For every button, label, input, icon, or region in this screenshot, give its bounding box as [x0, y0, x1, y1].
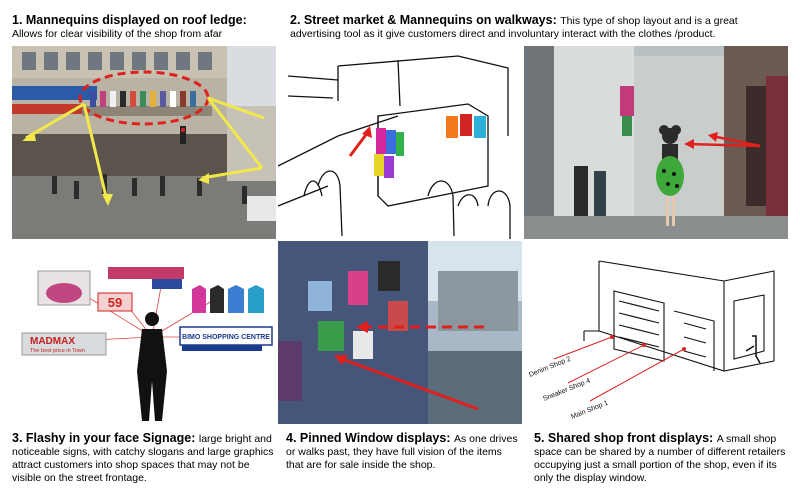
- panel-2-description: This type of shop layout and is a great …: [290, 15, 738, 40]
- panel-5-title: 5. Shared shop front displays: [534, 431, 710, 445]
- sketch-shared-shopfront: Denim Shop 2 Sneaker Shop 4 Main Shop 1: [524, 241, 788, 424]
- panel-1-description: Allows for clear visibility of the shop …: [12, 28, 223, 40]
- polka-dot-mannequin: [656, 125, 684, 226]
- rack-clothes: [374, 114, 486, 178]
- photo-roof-ledge-mannequins: [12, 46, 276, 239]
- pinned-window-scene: [278, 241, 522, 424]
- caption-panel-5: 5. Shared shop front displays: A small s…: [534, 431, 786, 485]
- caption-panel-2: 2. Street market & Mannequins on walkway…: [290, 13, 738, 41]
- photo-shop-interior: [524, 46, 788, 239]
- shared-shopfront-sketch: Denim Shop 2 Sneaker Shop 4 Main Shop 1: [524, 241, 788, 424]
- madmax-sign: MADMAX: [30, 336, 75, 347]
- caption-panel-1: 1. Mannequins displayed on roof ledge: A…: [12, 14, 274, 41]
- panel-5-description: A small shop space can be shared by a nu…: [534, 433, 786, 484]
- bimo-sign: BIMO SHOPPING CENTRE: [182, 334, 270, 341]
- caption-panel-4: 4. Pinned Window displays: As one drives…: [286, 431, 518, 472]
- panel-4-description: As one drives or walks past, they have f…: [286, 433, 518, 471]
- shop-interior-scene: [524, 46, 788, 239]
- signage-collage: 59 MADMAX The best price in Town BIMO SH…: [12, 241, 276, 424]
- price-sign: 59: [108, 295, 122, 310]
- signage-scene: 59 MADMAX The best price in Town BIMO SH…: [12, 241, 276, 424]
- caption-panel-3: 3. Flashy in your face Signage: large br…: [12, 431, 274, 485]
- street-market-sketch: [278, 46, 522, 239]
- panel-1-title: 1. Mannequins displayed on roof ledge: [12, 13, 243, 27]
- panel-3-description: large bright and noticeable signs, with …: [12, 433, 274, 484]
- panel-4-title: 4. Pinned Window displays: [286, 431, 447, 445]
- madmax-slogan: The best price in Town: [30, 348, 85, 354]
- roof-ledge-scene: [12, 46, 276, 239]
- sketch-street-market: [278, 46, 522, 239]
- photo-pinned-window: [278, 241, 522, 424]
- panel-3-title: 3. Flashy in your face Signage: [12, 431, 192, 445]
- person-silhouette: [137, 312, 167, 421]
- panel-2-title: 2. Street market & Mannequins on walkway…: [290, 13, 553, 27]
- ledge-mannequins: [90, 91, 196, 107]
